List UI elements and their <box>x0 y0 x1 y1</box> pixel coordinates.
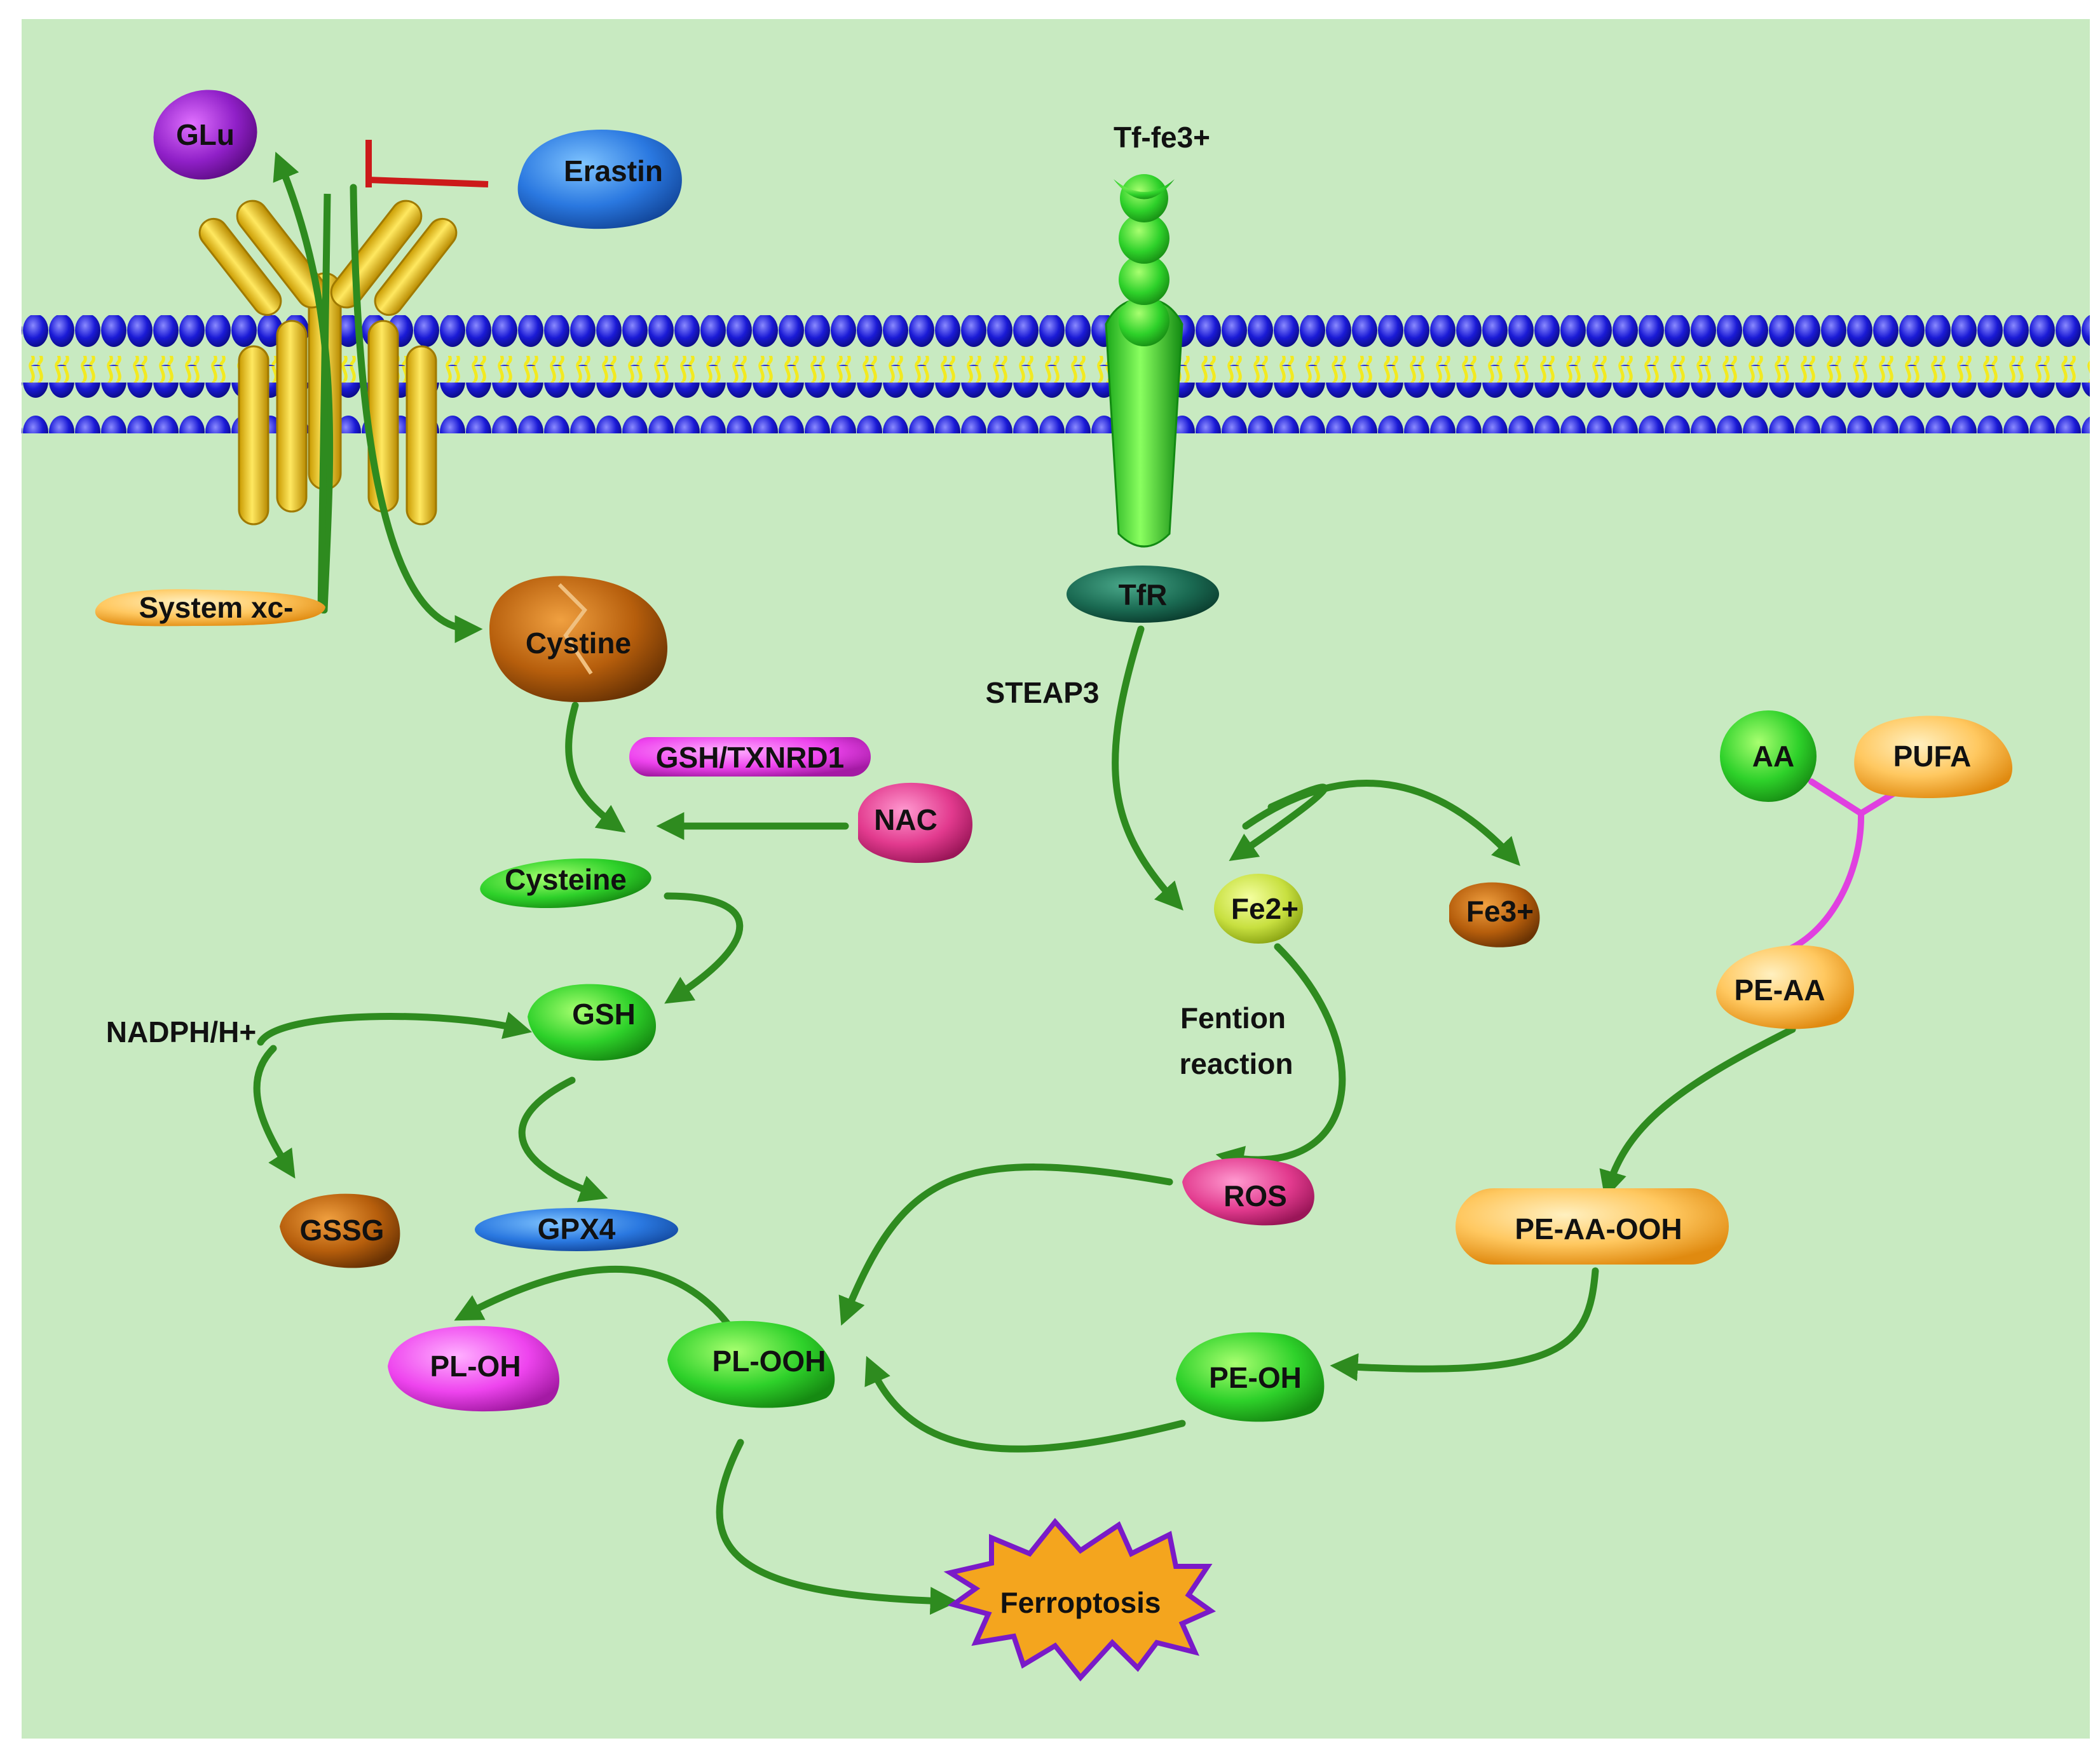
glu-label: GLu <box>176 118 235 151</box>
fe2-node <box>1214 874 1303 944</box>
pe-aa-node <box>1716 945 1855 1029</box>
cysteine-label: Cysteine <box>505 863 627 896</box>
arrow-glu-export <box>273 151 334 614</box>
aa-node <box>1720 710 1817 802</box>
pe-oh-label: PE-OH <box>1209 1361 1302 1394</box>
labels: GLu Erastin System xc- Cystine GSH/TXNRD… <box>106 118 1972 1619</box>
fention-label-line2: reaction <box>1180 1047 1293 1080</box>
ferroptosis-node <box>943 1517 1217 1682</box>
arrow-plooh-to-ferroptosis <box>716 1439 958 1615</box>
fe3-node <box>1449 882 1540 947</box>
gssg-label: GSSG <box>300 1214 385 1247</box>
pe-aa-label: PE-AA <box>1734 973 1825 1007</box>
arrow-cysteine-to-gsh <box>664 892 744 1004</box>
pe-oh-node <box>1176 1332 1325 1422</box>
erastin-node <box>517 130 682 229</box>
steap3-label: STEAP3 <box>986 676 1100 709</box>
cystine-node-split <box>557 583 593 675</box>
gpx4-label: GPX4 <box>538 1212 616 1245</box>
arrow-nadph-to-gssg <box>253 1045 296 1179</box>
gsh-label: GSH <box>572 998 636 1031</box>
erastin-inhibition <box>365 140 489 187</box>
pufa-node <box>1854 716 2013 798</box>
gssg-node <box>280 1193 400 1268</box>
fention-label-line1: Fention <box>1180 1001 1286 1034</box>
arrow-cystine-import <box>350 184 483 643</box>
arrow-peaaooh-to-peoh <box>1330 1267 1599 1381</box>
erastin-label: Erastin <box>564 154 663 187</box>
plooh-label: PL-OOH <box>712 1345 826 1378</box>
cystine-node <box>489 576 667 702</box>
arrow-cystine-to-cysteine <box>565 702 626 833</box>
nodes <box>95 90 2013 1682</box>
tf-fe3-label: Tf-fe3+ <box>1114 121 1210 154</box>
fe2-label: Fe2+ <box>1231 892 1299 925</box>
pe-aa-ooh-label: PE-AA-OOH <box>1515 1212 1682 1245</box>
pufa-label: PUFA <box>1893 740 1972 773</box>
pathway-arrows <box>253 151 1796 1615</box>
arrow-fe-cycle-to-fe2 <box>1229 783 1328 861</box>
ros-node <box>1182 1158 1314 1226</box>
gpx4-node <box>475 1208 678 1251</box>
nac-node <box>858 782 972 864</box>
plooh-node <box>667 1320 835 1408</box>
cysteine-node <box>480 858 651 909</box>
arrow-nadph-to-gsh <box>257 1012 533 1046</box>
ploh-label: PL-OH <box>430 1350 521 1383</box>
ros-label: ROS <box>1224 1179 1287 1212</box>
arrow-peaa-to-peaaooh <box>1599 1026 1796 1199</box>
tfr-label: TfR <box>1119 578 1168 611</box>
aa-label: AA <box>1752 740 1794 773</box>
glu-node <box>153 90 257 180</box>
system-xc-label: System xc- <box>139 591 294 624</box>
transferrin-receptor <box>1105 174 1183 548</box>
gsh-txnrd1-node <box>629 737 871 777</box>
system-xc-transporter <box>198 200 458 526</box>
nac-label: NAC <box>874 803 938 836</box>
arrow-fe2-to-ros <box>1215 943 1346 1174</box>
nadph-label: NADPH/H+ <box>106 1015 256 1048</box>
arrow-peoh-to-plooh <box>864 1355 1186 1453</box>
ploh-node <box>388 1326 559 1412</box>
fe3-label: Fe3+ <box>1466 895 1534 928</box>
tfr-node <box>1067 566 1219 623</box>
gsh-txnrd1-label: GSH/TXNRD1 <box>656 741 844 774</box>
arrow-ros-to-plooh <box>838 1163 1173 1326</box>
ferroptosis-label: Ferroptosis <box>1000 1586 1161 1619</box>
arrow-tfr-to-fe2 <box>1112 625 1183 911</box>
pe-aa-ooh-node <box>1456 1188 1729 1265</box>
arrow-gsh-to-gpx4 <box>518 1076 608 1202</box>
diagram-background <box>22 19 2090 1739</box>
system-xc-node <box>95 589 326 627</box>
cystine-label: Cystine <box>526 627 631 660</box>
arrow-ploh <box>454 1265 735 1332</box>
gsh-node <box>528 984 657 1061</box>
system-xc-connector <box>317 193 331 611</box>
